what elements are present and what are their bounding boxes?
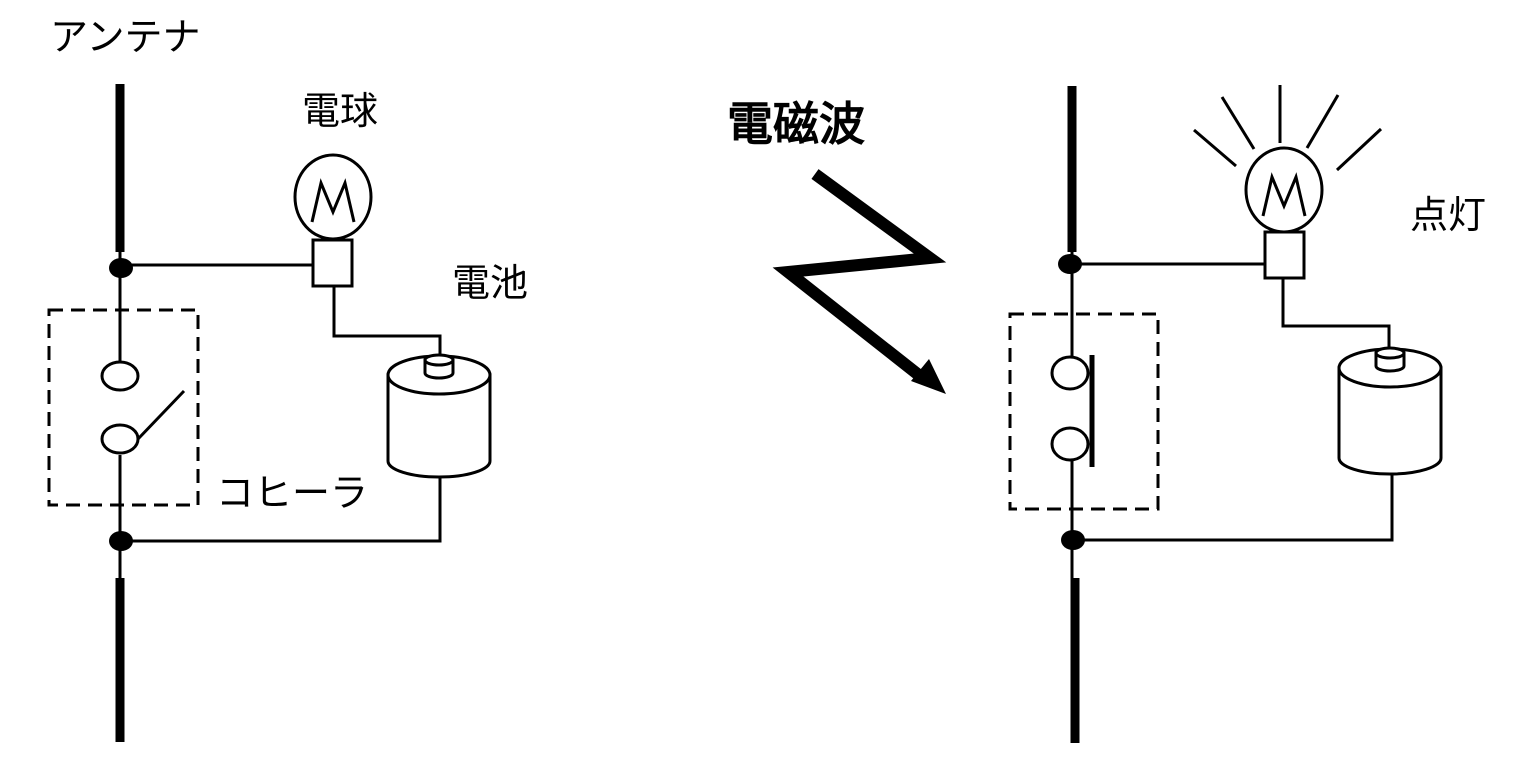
left-battery: [386, 353, 492, 479]
battery-label: 電池: [452, 261, 528, 305]
left-bulb-base: [311, 238, 354, 288]
right-battery: [1337, 346, 1443, 476]
right-bulb: [1244, 146, 1324, 234]
right-coherer-box: [1008, 312, 1160, 511]
left-circuit: アンテナ コヒーラ 電球 電池: [47, 15, 528, 742]
left-wire-battery-to-junction: [120, 477, 442, 543]
right-coherer-electrode-bottom: [1050, 426, 1090, 462]
bulb-label: 電球: [302, 89, 378, 133]
left-bulb-filament: [310, 178, 356, 223]
left-coherer-electrode-bottom: [100, 423, 140, 455]
antenna-label: アンテナ: [50, 15, 200, 59]
left-junction-top: [109, 258, 133, 278]
left-open-switch-arm: [136, 389, 186, 441]
coherer-label: コヒーラ: [216, 471, 368, 515]
left-bulb: [293, 153, 373, 241]
lit-label: 点灯: [1410, 193, 1486, 237]
light-rays: [1193, 85, 1383, 172]
right-bulb-filament: [1261, 172, 1307, 217]
right-junction-top: [1058, 254, 1082, 274]
right-bulb-base: [1263, 230, 1306, 280]
em-wave-zigzag: [772, 169, 947, 381]
em-wave-label: 電磁波: [727, 97, 865, 151]
em-wave: 電磁波: [727, 97, 947, 394]
em-wave-arrowhead: [911, 359, 946, 394]
left-coherer-box: [47, 308, 200, 507]
left-coherer-electrode-top: [100, 360, 140, 392]
left-wire-bulb-to-battery: [332, 286, 442, 354]
right-wire-bulb-to-battery: [1281, 278, 1391, 347]
right-circuit: 点灯: [1008, 85, 1486, 743]
right-coherer-electrode-top: [1050, 355, 1090, 391]
right-wire-battery-to-junction: [1072, 474, 1394, 542]
